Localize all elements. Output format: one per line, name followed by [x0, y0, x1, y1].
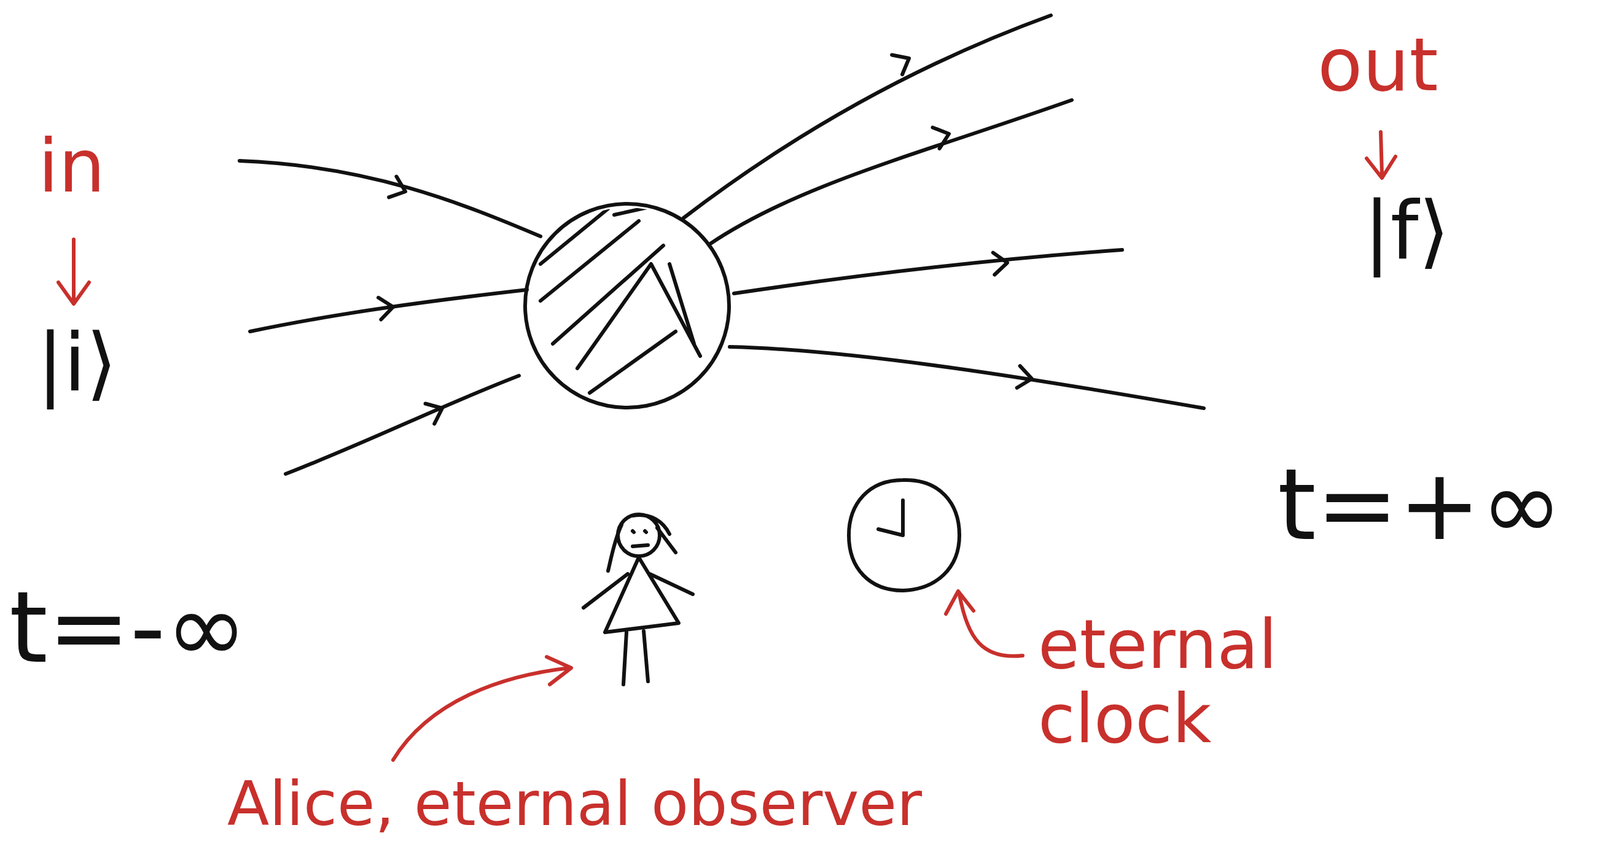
observer-caption: Alice, eternal observer	[227, 770, 922, 839]
time-label: t=-∞	[9, 574, 248, 683]
in-arrow	[58, 239, 90, 305]
alice-leader-arrow	[393, 657, 572, 761]
arrowhead	[993, 251, 1008, 275]
arrowhead	[378, 296, 395, 320]
in-label: in	[38, 125, 106, 207]
blob-hatching	[540, 202, 701, 394]
incoming-line	[285, 375, 520, 475]
alice-figure	[583, 514, 693, 685]
clock-caption: eternal clock	[1038, 608, 1327, 757]
incoming-line	[249, 289, 527, 332]
incoming-line	[239, 160, 541, 237]
final-state: |f⟩	[1363, 187, 1450, 276]
arrowhead	[932, 123, 953, 149]
arrowhead	[388, 176, 410, 203]
initial-state: |i⟩	[36, 319, 118, 408]
clock-icon	[848, 480, 960, 591]
interaction-blob	[525, 203, 730, 408]
out-arrow	[1366, 132, 1396, 179]
time-label: t=+∞	[1277, 451, 1563, 560]
outgoing-line	[683, 15, 1051, 219]
outgoing-line	[709, 100, 1072, 245]
arrowhead	[425, 398, 448, 425]
arrowhead	[1017, 366, 1034, 391]
clock-leader-arrow	[945, 591, 1023, 657]
outgoing-line	[733, 249, 1123, 294]
arrowhead	[891, 48, 914, 75]
outgoing-line	[729, 347, 1204, 409]
out-label: out	[1317, 24, 1439, 106]
